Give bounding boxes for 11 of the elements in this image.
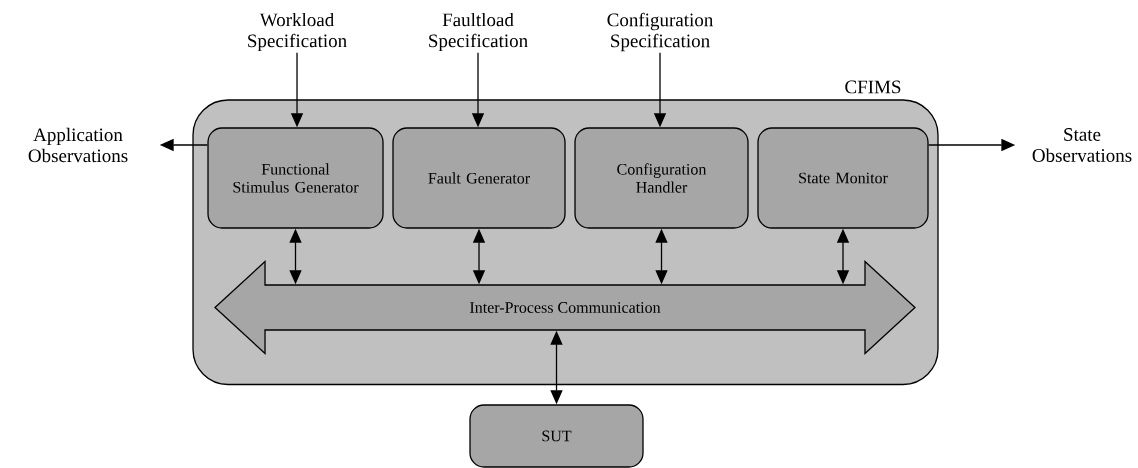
io-label: Workload Specification: [248, 12, 347, 52]
component-box: State Monitor: [757, 127, 929, 229]
io-label: Configuration Specification: [607, 12, 713, 52]
node-label: CFIMS: [845, 80, 901, 94]
io-label: Faultload Specification: [429, 12, 528, 52]
io-label: Application Observations: [28, 127, 128, 163]
io-label: State Observations: [1032, 128, 1132, 162]
component-box: Configuration Handler: [574, 127, 749, 229]
component-box: SUT: [469, 404, 644, 468]
component-box: Functional Stimulus Generator: [207, 127, 384, 229]
component-box: Fault Generator: [392, 127, 566, 229]
